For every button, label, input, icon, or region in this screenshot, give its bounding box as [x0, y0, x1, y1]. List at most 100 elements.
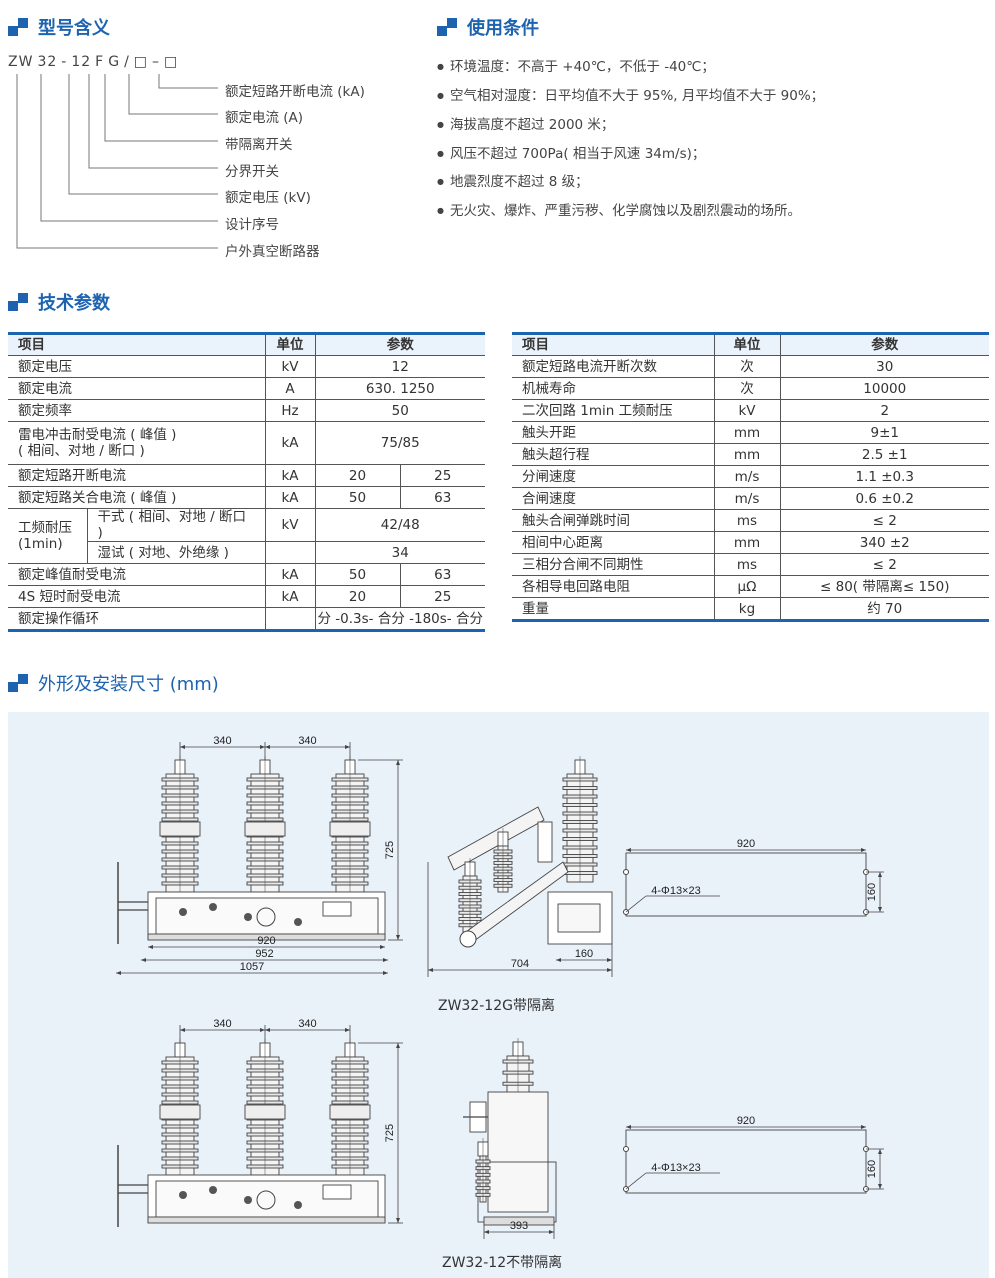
g-front-pole-band [329, 821, 371, 837]
header-unit: 单位 [264, 333, 315, 356]
cell-item: 分闸速度 [512, 465, 714, 488]
g-front-dim-pitch-2-arrow [345, 745, 350, 749]
cell-param: ≤ 2 [779, 509, 989, 532]
g-arm-pivot [459, 930, 477, 948]
g-dim-920-arrow [380, 945, 385, 949]
n-dim-plan-len-arrow [626, 1125, 631, 1129]
model-code-leader-lines [16, 74, 218, 249]
g-plan-outline [625, 852, 867, 917]
n-front-mechanism-part [244, 1196, 252, 1204]
g-front-dim-pitch-2-label: 340 [298, 735, 316, 747]
condition-item: 空气相对湿度：日平均值不大于 95%, 月平均值不大于 90%； [437, 84, 824, 104]
n-dim-side-arrow [549, 1230, 554, 1234]
n-front-mechanism-part [209, 1186, 217, 1194]
header-unit: 单位 [713, 333, 780, 356]
g-dim-side-label: 704 [511, 958, 529, 970]
cell-unit: m/s [713, 487, 780, 510]
g-dim-1057-arrow [383, 971, 388, 975]
model-label: 额定短路开断电流 (kA) [225, 84, 365, 100]
n-front-dim-pitch-1-label: 340 [213, 1018, 231, 1030]
g-front-nameplate [322, 901, 352, 917]
cell-unit: ms [713, 509, 780, 532]
section-squares-icon [8, 18, 28, 36]
g-front-dim-pitch-1-arrow [260, 745, 265, 749]
n-side-frame [487, 1091, 549, 1213]
g-front-mechanism-part [209, 903, 217, 911]
cell-item: 触头开距 [512, 421, 714, 444]
condition-item: 海拔高度不超过 2000 米； [437, 113, 614, 133]
cell-item: 二次回路 1min 工频耐压 [512, 399, 714, 422]
cell-param: 10000 [779, 377, 989, 400]
cell-param: 约 70 [779, 597, 989, 622]
g-dim-plan-len-arrow [861, 848, 866, 852]
g-dim-side-base-arrow [607, 958, 612, 962]
n-dim-plan-len-label: 920 [737, 1115, 755, 1127]
cell-unit: μΩ [713, 575, 780, 598]
cell-item: 触头合闸弹跳时间 [512, 509, 714, 532]
cell-param: 340 ±2 [779, 531, 989, 554]
header-item: 项目 [512, 333, 714, 356]
model-label: 分界开关 [225, 164, 279, 180]
g-front-dim-pitch-2-arrow [265, 745, 270, 749]
n-front-dim-height-arrow [396, 1218, 400, 1223]
n-front-dim-pitch-2-arrow [265, 1028, 270, 1032]
n-dim-plan-w-label: 160 [866, 1160, 878, 1178]
section-heading-model: 型号含义 [8, 14, 110, 40]
g-dim-plan-w-arrow [878, 907, 882, 912]
g-front-pole-band [159, 821, 201, 837]
condition-item: 地震烈度不超过 8 级； [437, 170, 589, 190]
n-front-pole-band [244, 1104, 286, 1120]
g-front-base-rail [147, 933, 386, 941]
n-front-pole-band [159, 1104, 201, 1120]
n-front-base-rail [147, 1216, 386, 1224]
n-front-mechanism-part [294, 1201, 302, 1209]
header-param: 参数 [779, 333, 989, 356]
cell-param: ≤ 2 [779, 553, 989, 576]
model-label: 带隔离开关 [225, 137, 293, 153]
cell-param: 9±1 [779, 421, 989, 444]
n-dim-side-arrow [484, 1230, 489, 1234]
cell-item: 三相分合闸不同期性 [512, 553, 714, 576]
section-heading-dims: 外形及安装尺寸 (mm) [8, 670, 219, 696]
g-dim-920-arrow [148, 945, 153, 949]
condition-item: 无火灾、爆炸、严重污秽、化学腐蚀以及剧烈震动的场所。 [437, 199, 801, 219]
cell-unit: mm [713, 443, 780, 466]
g-link [537, 821, 553, 863]
n-dim-side-label: 393 [510, 1220, 528, 1232]
section-squares-icon [8, 293, 28, 311]
section-title: 型号含义 [38, 18, 110, 39]
g-dim-plan-len-arrow [626, 848, 631, 852]
cell-item: 重量 [512, 597, 714, 622]
n-front-dim-height-label: 725 [384, 1124, 396, 1142]
table-row: 湿试 ( 对地、外绝缘 )34 [8, 541, 485, 564]
section-squares-icon [8, 674, 28, 692]
g-front-mechanism-part [244, 913, 252, 921]
g-side-window [557, 903, 601, 933]
cell-unit: mm [713, 421, 780, 444]
n-holes-label: 4-Φ13×23 [651, 1162, 700, 1174]
n-front-dim-pitch-1-arrow [180, 1028, 185, 1032]
n-dim-plan-w-arrow [878, 1149, 882, 1154]
table-row: 额定操作循环分 -0.3s- 合分 -180s- 合分 [8, 607, 485, 632]
g-dim-plan-w-arrow [878, 872, 882, 877]
g-front-dim-height-arrow [396, 935, 400, 940]
section-squares-icon [437, 18, 457, 36]
cell-unit: ms [713, 553, 780, 576]
